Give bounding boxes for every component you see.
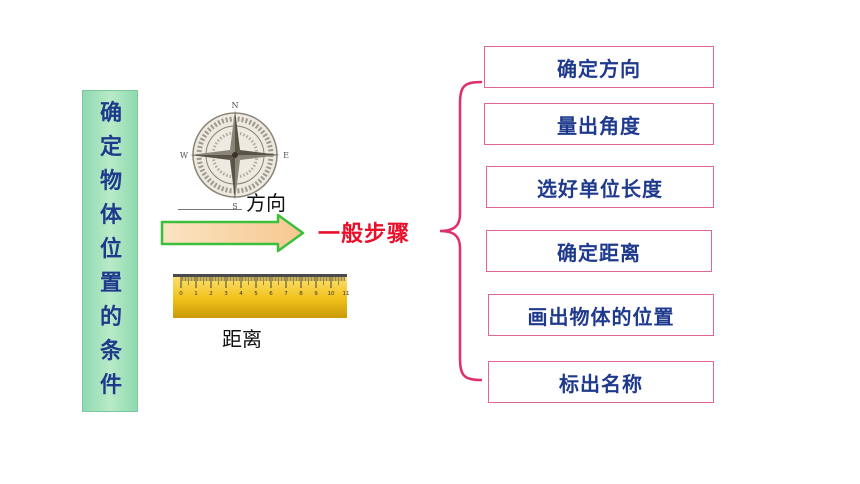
step-label: 标出名称	[559, 371, 643, 396]
general-steps-label: 一般步骤	[318, 221, 411, 247]
step-box: 量出角度	[484, 103, 714, 145]
ruler-tick-label: 9	[314, 291, 318, 297]
step-box: 选好单位长度	[486, 166, 714, 208]
title-char: 物	[99, 168, 122, 194]
compass-north-label: N	[232, 101, 239, 110]
title-char: 的	[99, 304, 122, 330]
title-char: 体	[99, 202, 122, 228]
step-label: 确定方向	[557, 56, 641, 81]
step-box: 画出物体的位置	[488, 294, 714, 336]
step-box: 标出名称	[488, 361, 714, 403]
compass-east-label: E	[283, 151, 289, 160]
compass-west-label: W	[180, 151, 189, 160]
brace-icon	[439, 80, 483, 382]
step-label: 量出角度	[557, 113, 641, 138]
ruler-tick-label: 4	[239, 291, 243, 297]
ruler-tick-label: 3	[224, 291, 228, 297]
ruler-tick-label: 6	[269, 291, 273, 297]
ruler-tick-label: 0	[179, 291, 183, 297]
direction-label: 方向	[246, 191, 286, 215]
ruler-tick-label: 1	[194, 291, 198, 297]
ruler-tick-label: 5	[254, 291, 258, 297]
step-box: 确定方向	[484, 46, 714, 88]
compass-south-label: S	[232, 202, 237, 211]
step-label: 画出物体的位置	[527, 304, 675, 329]
compass-rose-icon: N S W E	[180, 101, 289, 211]
ruler-tick-label: 8	[299, 291, 303, 297]
step-label: 确定距离	[557, 240, 641, 265]
step-box: 确定距离	[486, 230, 712, 272]
title-char: 条	[99, 338, 122, 364]
title-char: 定	[99, 134, 122, 160]
title-box: 确 定 物 体 位 置 的 条 件	[82, 90, 138, 412]
ruler-tick-group: 0 1 2 3 4 5 6 7 8 9 10 11	[179, 277, 350, 297]
ruler-tick-label: 11	[343, 291, 350, 297]
block-arrow-icon	[160, 213, 305, 253]
ruler-icon: 0 1 2 3 4 5 6 7 8 9 10 11	[173, 274, 350, 318]
step-label: 选好单位长度	[537, 176, 663, 201]
title-char: 置	[99, 270, 122, 296]
ruler-tick-label: 2	[209, 291, 213, 297]
title-char: 确	[99, 100, 122, 126]
ruler-tick-label: 10	[328, 291, 335, 297]
distance-label: 距离	[222, 327, 262, 351]
title-char: 件	[99, 372, 122, 398]
title-char: 位	[99, 236, 122, 262]
compass-underline	[178, 209, 242, 210]
ruler-tick-label: 7	[284, 291, 288, 297]
